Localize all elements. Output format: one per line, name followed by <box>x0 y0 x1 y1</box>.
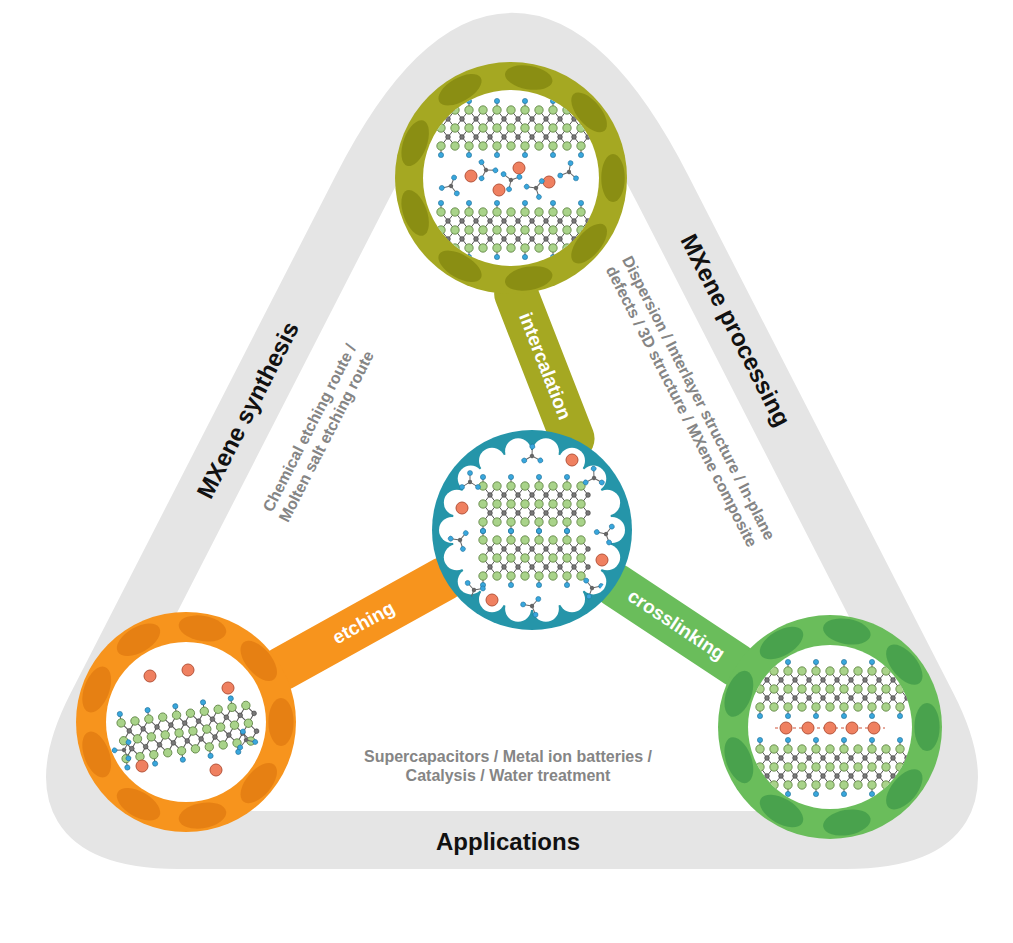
molecule <box>460 471 481 490</box>
molecule <box>519 594 541 618</box>
molecule <box>232 726 258 751</box>
molecule <box>517 443 544 471</box>
molecule <box>447 524 475 552</box>
molecule <box>523 172 551 200</box>
molecule <box>557 159 581 181</box>
molecule <box>111 735 139 762</box>
circle-illustration <box>395 62 627 294</box>
ion <box>543 176 555 188</box>
ion <box>802 722 814 734</box>
ion <box>136 760 148 772</box>
mxene-layer <box>437 98 591 157</box>
ion <box>824 722 836 734</box>
structure-circle <box>395 62 627 294</box>
circle-illustration <box>432 430 632 630</box>
ion <box>780 722 792 734</box>
section-note: Supercapacitors / Metal ion batteries / … <box>358 747 658 785</box>
ion <box>513 162 525 174</box>
ion <box>182 664 194 676</box>
molecule <box>594 523 620 548</box>
structure-circle <box>76 612 296 832</box>
ion <box>566 454 578 466</box>
section-title: Applications <box>436 828 580 857</box>
ion <box>868 722 880 734</box>
mxene-layer <box>479 528 591 587</box>
process-band <box>282 579 444 669</box>
process-band <box>615 585 736 665</box>
mxene-layer <box>756 737 910 796</box>
frame-band <box>75 42 949 840</box>
circle-illustration <box>76 612 296 832</box>
structure-circle <box>432 430 632 630</box>
mxene-layer <box>115 693 261 771</box>
molecule <box>439 172 465 197</box>
molecule <box>578 577 604 602</box>
ion <box>456 502 468 514</box>
ion <box>596 554 608 566</box>
ion <box>465 170 477 182</box>
molecule <box>465 578 487 602</box>
mxene-layer <box>437 200 591 259</box>
mxene-layer <box>756 659 910 718</box>
molecule <box>500 166 525 192</box>
circle-illustration <box>718 615 942 839</box>
structure-circle <box>718 615 942 839</box>
ion <box>486 594 498 606</box>
ion <box>846 722 858 734</box>
molecule <box>582 465 609 493</box>
ion <box>210 764 222 776</box>
mxene-layer <box>479 474 591 533</box>
ion <box>222 682 234 694</box>
ion <box>493 184 505 196</box>
molecule <box>471 155 499 182</box>
ion <box>144 670 156 682</box>
